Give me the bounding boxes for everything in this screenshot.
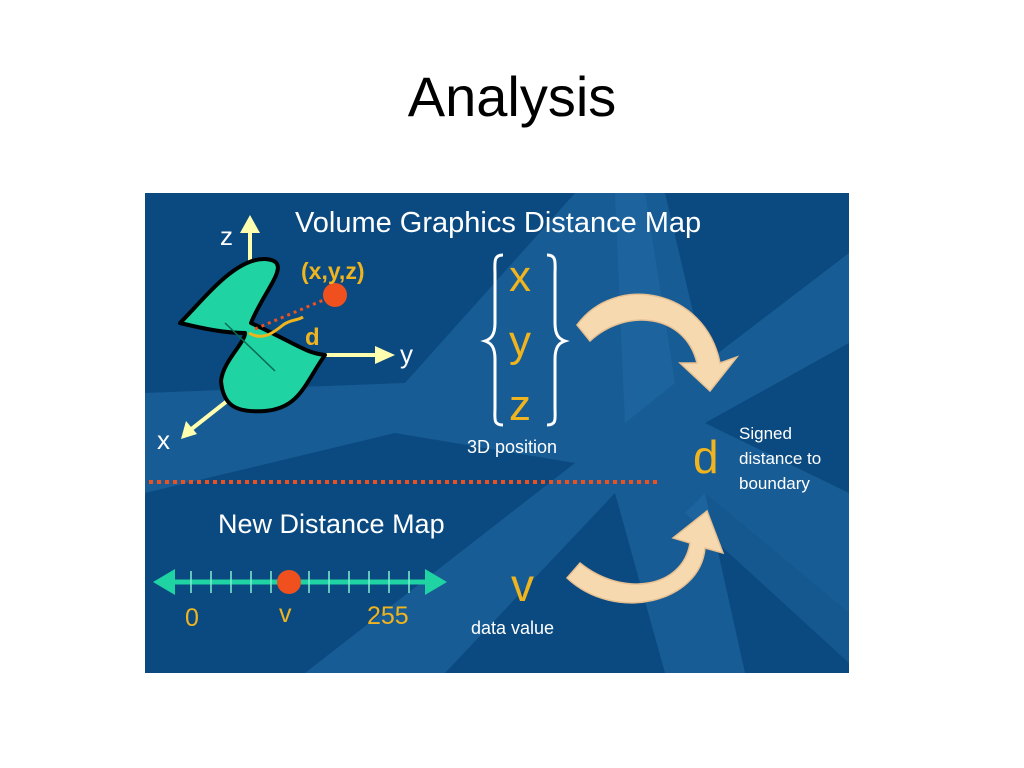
vector-left-brace bbox=[480, 253, 504, 427]
scale-min-label: 0 bbox=[185, 604, 199, 632]
scale-right-arrowhead bbox=[425, 569, 447, 595]
result-symbol: d bbox=[693, 431, 719, 483]
vector-component-y: y bbox=[509, 317, 531, 366]
position-caption: 3D position bbox=[467, 437, 557, 457]
surface-fold-line bbox=[224, 322, 276, 372]
figure-canvas: Volume Graphics Distance Map New Distanc… bbox=[145, 193, 849, 673]
slide-title: Analysis bbox=[407, 65, 617, 128]
scale-ticks bbox=[190, 571, 410, 593]
value-scale bbox=[153, 569, 447, 595]
z-axis-arrowhead bbox=[240, 215, 260, 233]
point-label: (x,y,z) bbox=[301, 258, 364, 284]
scale-left-arrowhead bbox=[153, 569, 175, 595]
bottom-curved-arrow bbox=[565, 509, 725, 604]
scale-value-marker bbox=[277, 570, 301, 594]
y-axis-arrowhead bbox=[375, 346, 395, 364]
distance-dotted-line bbox=[254, 294, 334, 331]
x-axis-label: x bbox=[157, 425, 170, 455]
y-axis-label: y bbox=[400, 339, 413, 369]
top-heading: Volume Graphics Distance Map bbox=[295, 207, 701, 239]
top-curved-arrow bbox=[576, 293, 740, 393]
value-symbol: v bbox=[511, 559, 534, 611]
query-point-marker bbox=[323, 283, 347, 307]
bottom-heading: New Distance Map bbox=[218, 509, 445, 539]
scale-value-label: v bbox=[279, 600, 292, 628]
vector-right-brace bbox=[546, 253, 570, 427]
result-caption-line-1: Signed bbox=[739, 424, 792, 443]
distance-label: d bbox=[305, 324, 320, 351]
result-caption-line-2: distance to bbox=[739, 449, 821, 468]
distance-map-figure: Volume Graphics Distance Map New Distanc… bbox=[145, 193, 849, 673]
result-caption-line-3: boundary bbox=[739, 474, 810, 493]
scale-max-label: 255 bbox=[367, 602, 409, 630]
z-axis-label: z bbox=[220, 221, 233, 251]
vector-component-z: z bbox=[509, 381, 531, 430]
vector-component-x: x bbox=[509, 252, 531, 301]
x-axis-arrowhead bbox=[181, 421, 197, 439]
value-caption: data value bbox=[471, 618, 554, 638]
distance-brace bbox=[248, 315, 304, 338]
